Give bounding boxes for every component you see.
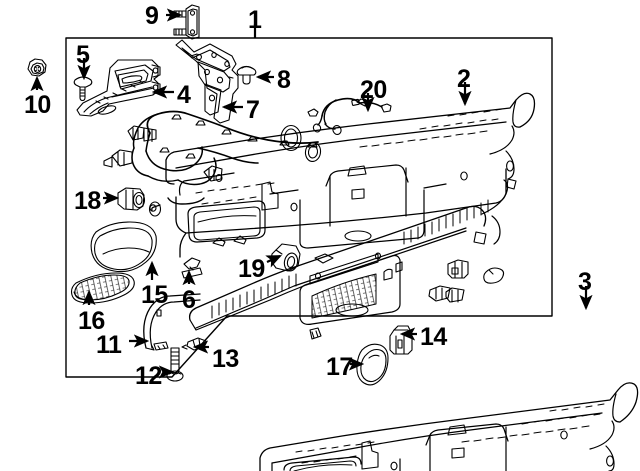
callout-label-14: 14 bbox=[420, 323, 447, 351]
callout-label-17: 17 bbox=[326, 353, 353, 381]
assembly-group-frame bbox=[65, 37, 553, 378]
harness-connector bbox=[203, 165, 223, 182]
callout-leaders bbox=[30, 8, 593, 379]
middle-step-bumper-panel bbox=[188, 179, 509, 340]
hex-flange-bolt-part bbox=[236, 65, 257, 85]
pan-head-screw-part bbox=[166, 347, 184, 382]
callout-label-7: 7 bbox=[246, 96, 260, 124]
callout-label-6: 6 bbox=[182, 286, 196, 314]
callout-label-9: 9 bbox=[145, 2, 159, 30]
lower-rear-bumper-face-bar-part bbox=[259, 382, 639, 471]
bumper-wiring-harness bbox=[103, 110, 319, 212]
callout-label-2: 2 bbox=[457, 65, 471, 93]
assorted-clip-set bbox=[428, 259, 505, 303]
callout-label-19: 19 bbox=[238, 255, 265, 283]
callout-label-1: 1 bbox=[248, 6, 262, 34]
callout-label-5: 5 bbox=[76, 41, 90, 69]
harness-connector bbox=[127, 125, 157, 143]
flange-head-bolt-part bbox=[73, 76, 93, 102]
park-assist-sensor-part bbox=[117, 187, 146, 211]
right-bumper-bracket-part bbox=[175, 39, 239, 124]
callout-label-15: 15 bbox=[141, 281, 168, 309]
wedge-clip bbox=[314, 253, 334, 264]
harness-connector bbox=[103, 149, 133, 168]
mounting-stud-plate-part bbox=[173, 4, 200, 40]
bumper-end-cap-filler-part bbox=[143, 293, 201, 351]
callout-label-16: 16 bbox=[78, 307, 105, 335]
callout-label-8: 8 bbox=[277, 66, 291, 94]
retainer-clip-part bbox=[181, 257, 203, 279]
left-bumper-bracket-shield-part bbox=[76, 59, 161, 117]
callout-label-3: 3 bbox=[578, 268, 592, 296]
callout-label-11: 11 bbox=[96, 331, 122, 359]
callout-label-10: 10 bbox=[24, 91, 51, 119]
callout-label-18: 18 bbox=[74, 187, 101, 215]
sensor-grommet-ring bbox=[148, 201, 162, 217]
hex-flange-nut-part bbox=[27, 58, 47, 77]
step-pad-bezel-part bbox=[90, 221, 157, 273]
callout-label-20: 20 bbox=[360, 76, 387, 104]
textured-step-pad-part bbox=[70, 272, 135, 304]
upper-rear-bumper-face-bar-part bbox=[165, 92, 536, 258]
callout-label-13: 13 bbox=[212, 345, 239, 373]
callout-label-4: 4 bbox=[177, 81, 191, 109]
square-body-clip-part bbox=[389, 325, 413, 355]
callout-label-12: 12 bbox=[135, 362, 162, 390]
